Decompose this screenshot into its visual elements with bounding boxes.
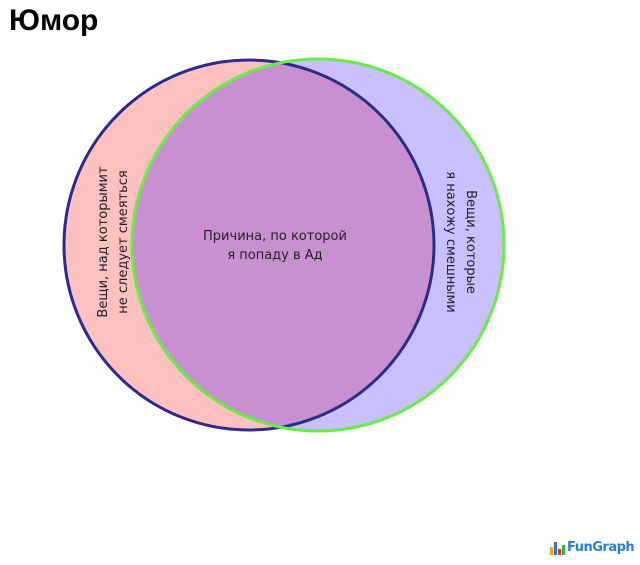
overlap-label-line-2: я попаду в Ад	[227, 248, 322, 263]
overlap-label-line-1: Причина, по которой	[203, 229, 347, 244]
left-label-line-1: Вещи, над которымит	[96, 166, 111, 318]
page-title: Юмор	[9, 4, 99, 37]
fungraph-logo: FunGraph	[550, 540, 635, 555]
right-label-line-2: я нахожу смешными	[443, 171, 458, 312]
right-circle-outline	[130, 57, 506, 433]
logo-text: FunGraph	[567, 540, 635, 555]
right-label-line-1: Вещи, которые	[463, 190, 478, 294]
left-label-line-2: не следует смеяться	[116, 170, 131, 313]
left-circle-outline	[62, 58, 436, 432]
bar-chart-icon	[550, 542, 565, 555]
